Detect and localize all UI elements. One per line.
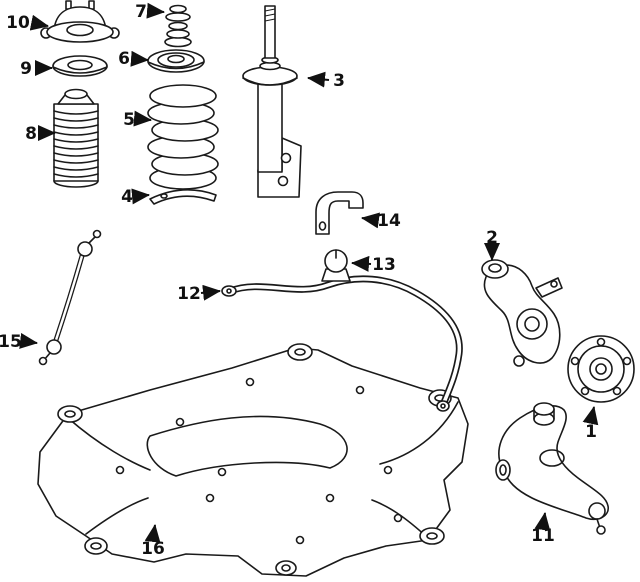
- callout-bearing-seat[interactable]: 9: [20, 59, 53, 79]
- strut-mount-illustration: [40, 0, 120, 43]
- strut-illustration: [242, 5, 302, 198]
- callout-arrow: [144, 524, 161, 543]
- callout-upper-spring-seat[interactable]: 6: [118, 49, 149, 69]
- bearing-seat-illustration: [52, 55, 108, 77]
- callout-arrow: [130, 50, 149, 67]
- callout-stabilizer-link[interactable]: 15: [0, 332, 38, 352]
- callout-crossmember-subframe[interactable]: 16: [141, 524, 165, 559]
- callout-lower-spring-seat[interactable]: 4: [121, 187, 150, 207]
- callout-coil-spring[interactable]: 5: [123, 110, 152, 130]
- callout-number[interactable]: 8: [25, 124, 37, 144]
- callout-number[interactable]: 3: [333, 71, 345, 91]
- callout-stabilizer-bar-bracket[interactable]: 14: [361, 211, 401, 231]
- callout-number[interactable]: 10: [6, 13, 30, 33]
- stabilizer-link-illustration: [38, 229, 102, 366]
- lower-control-arm-illustration: [495, 402, 609, 535]
- stabilizer-bar-bushing-illustration: [321, 249, 351, 282]
- callout-wheel-hub[interactable]: 1: [582, 406, 599, 442]
- upper-spring-seat-illustration: [147, 49, 205, 73]
- crossmember-subframe-illustration: [37, 343, 469, 577]
- wheel-hub-illustration: [567, 335, 635, 403]
- callout-arrow: [351, 255, 372, 272]
- callout-number[interactable]: 4: [121, 187, 133, 207]
- callout-number[interactable]: 7: [135, 2, 147, 22]
- callout-arrow: [200, 284, 221, 301]
- stabilizer-bar-bracket-illustration: [315, 191, 364, 235]
- callout-arrow: [582, 406, 599, 426]
- coil-spring-illustration: [147, 84, 219, 190]
- callout-stabilizer-bar[interactable]: 12: [177, 284, 221, 304]
- callout-number[interactable]: 14: [377, 211, 401, 231]
- callout-bump-stop[interactable]: 7: [135, 2, 165, 22]
- callout-number[interactable]: 16: [141, 539, 165, 559]
- dust-boot-illustration: [53, 88, 99, 188]
- callout-number[interactable]: 2: [486, 228, 498, 248]
- callout-number[interactable]: 11: [531, 526, 555, 546]
- callout-stabilizer-bar-bushing[interactable]: 13: [351, 255, 396, 275]
- callout-dust-boot[interactable]: 8: [25, 124, 56, 144]
- callout-number[interactable]: 6: [118, 49, 130, 69]
- callout-strut[interactable]: 3: [307, 71, 345, 91]
- steering-knuckle-illustration: [481, 259, 563, 367]
- callout-arrow: [534, 512, 551, 532]
- bump-stop-illustration: [164, 4, 192, 48]
- callout-arrow: [29, 14, 49, 31]
- callout-arrow: [19, 332, 38, 349]
- callout-arrow: [133, 110, 152, 127]
- callout-arrow: [361, 212, 380, 229]
- stabilizer-bar-illustration: [221, 275, 463, 412]
- callout-arrow: [131, 188, 150, 205]
- lower-spring-seat-illustration: [149, 189, 217, 205]
- callout-number[interactable]: 12: [177, 284, 201, 304]
- callout-number[interactable]: 15: [0, 332, 22, 352]
- callout-arrow: [307, 71, 330, 88]
- callout-number[interactable]: 9: [20, 59, 32, 79]
- callout-number[interactable]: 1: [585, 422, 597, 442]
- callout-lower-control-arm[interactable]: 11: [531, 512, 555, 546]
- callout-arrow: [146, 2, 165, 19]
- callout-number[interactable]: 13: [372, 255, 396, 275]
- callout-strut-mount[interactable]: 10: [6, 13, 49, 33]
- callout-number[interactable]: 5: [123, 110, 135, 130]
- callout-steering-knuckle[interactable]: 2: [484, 228, 500, 261]
